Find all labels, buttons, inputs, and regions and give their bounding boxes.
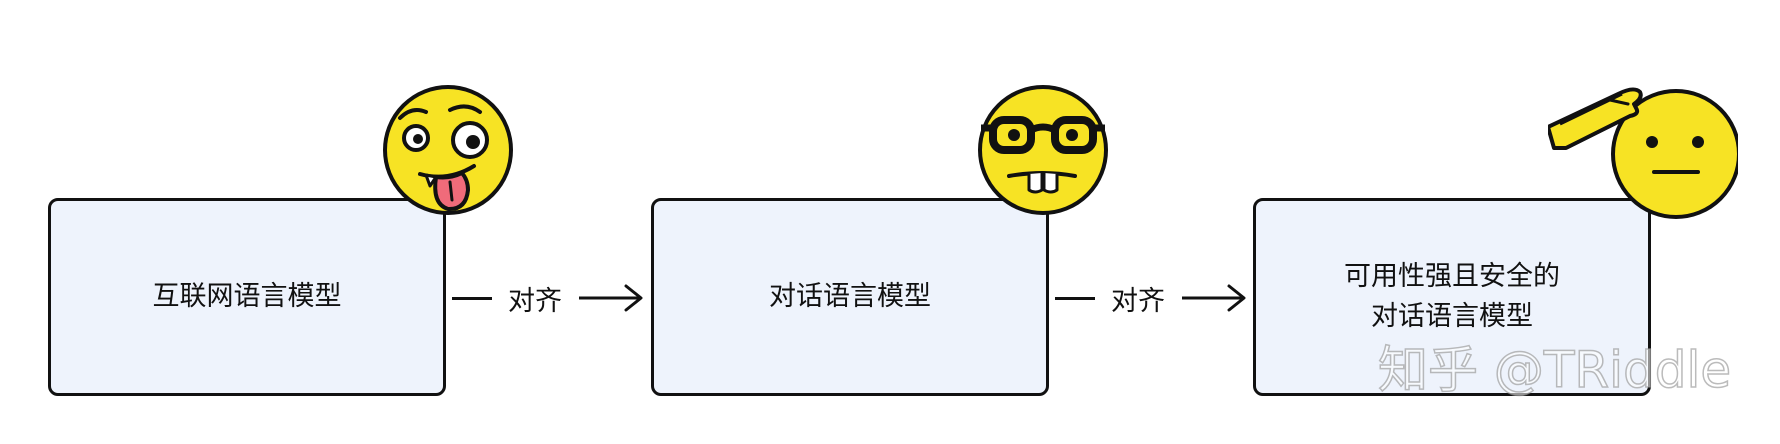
box-label-line: 对话语言模型 bbox=[1371, 301, 1533, 332]
box-label-line: 互联网语言模型 bbox=[152, 281, 342, 312]
connector-align-2: 对齐 bbox=[1055, 276, 1247, 320]
connector-align-1: 对齐 bbox=[452, 276, 644, 320]
box-dialogue-language-model: 对话语言模型 bbox=[651, 198, 1049, 396]
box-label-line: 对话语言模型 bbox=[769, 281, 931, 312]
zany-face-icon bbox=[383, 85, 513, 215]
connector-dash bbox=[1055, 296, 1095, 300]
right-arrow-icon bbox=[579, 284, 643, 312]
connector-label: 对齐 bbox=[508, 285, 562, 317]
nerd-face-icon bbox=[978, 85, 1108, 215]
connector-label: 对齐 bbox=[1111, 285, 1165, 317]
connector-dash bbox=[452, 296, 492, 300]
box-label-line: 可用性强且安全的 bbox=[1344, 261, 1560, 292]
box-internet-language-model: 互联网语言模型 bbox=[48, 198, 446, 396]
saluting-face-icon bbox=[1548, 87, 1738, 219]
box-safe-dialogue-model: 可用性强且安全的 对话语言模型 bbox=[1253, 198, 1651, 396]
right-arrow-icon bbox=[1182, 284, 1246, 312]
watermark-text: 知乎 @TRiddle bbox=[1377, 340, 1732, 400]
